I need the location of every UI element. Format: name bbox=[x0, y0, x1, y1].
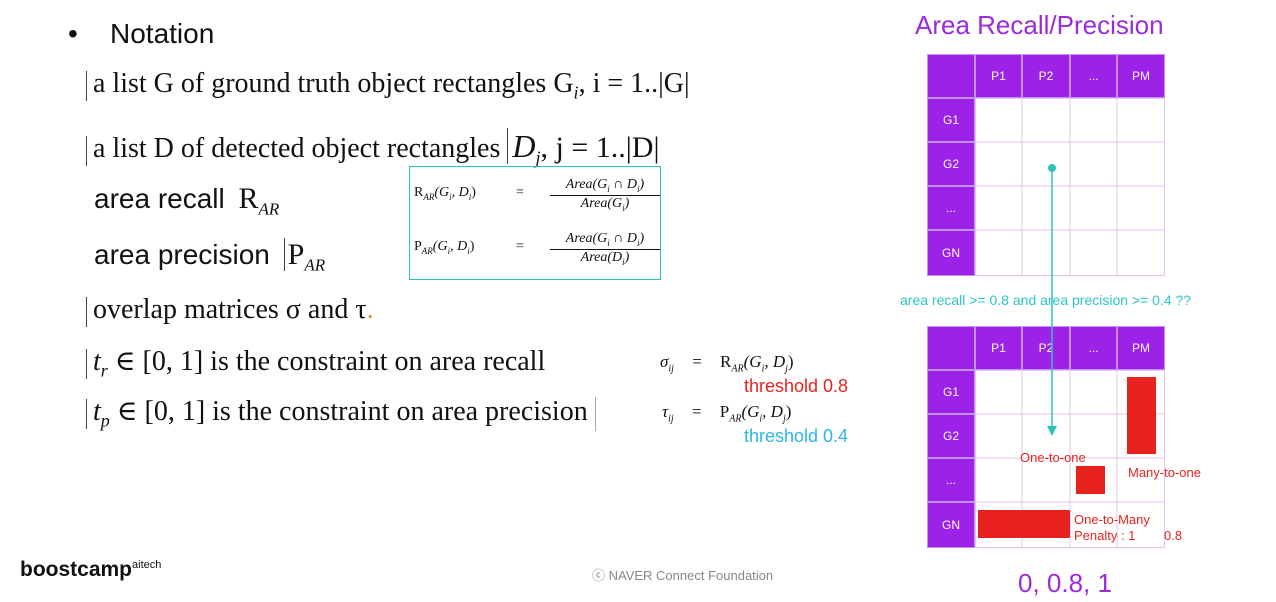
row-header: ... bbox=[927, 186, 975, 230]
row-header: ... bbox=[927, 458, 975, 502]
many-to-one-label: Many-to-one bbox=[1128, 465, 1201, 480]
penalty-value: 0.8 bbox=[1164, 528, 1183, 543]
one-to-many-label: One-to-Many bbox=[1074, 512, 1150, 527]
top-matrix-cells bbox=[975, 98, 1165, 276]
col-header: P1 bbox=[975, 54, 1022, 98]
row-header: GN bbox=[927, 502, 975, 548]
text-cursor-bar bbox=[86, 348, 87, 379]
penalty-label: Penalty : 1 bbox=[1074, 528, 1136, 543]
d-list-line: a list D of detected object rectangles D… bbox=[86, 128, 659, 169]
text-cursor-bar bbox=[86, 296, 87, 327]
area-precision-line: area precision PAR bbox=[94, 238, 326, 275]
tp-line: tp ∈ [0, 1] is the constraint on area pr… bbox=[86, 394, 596, 432]
one-to-one-label: One-to-one bbox=[1020, 450, 1086, 465]
area-precision-label: area precision bbox=[94, 239, 270, 270]
col-header: PM bbox=[1117, 54, 1165, 98]
condition-label: area recall >= 0.8 and area precision >=… bbox=[900, 292, 1192, 308]
bottom-values: 0, 0.8, 1 bbox=[1018, 568, 1112, 598]
matrix-corner bbox=[927, 54, 975, 98]
row-header: G2 bbox=[927, 142, 975, 186]
recall-fraction: Area(Gi ∩ Di) Area(Gi) bbox=[550, 177, 660, 213]
sigma-formula: σij = RAR(Gi, Dj) bbox=[660, 352, 794, 375]
grid-title: Area Recall/Precision bbox=[915, 10, 1164, 40]
slide-heading: Notation bbox=[110, 18, 215, 49]
one-to-many-block bbox=[978, 510, 1070, 538]
bottom-matrix-cells bbox=[975, 370, 1165, 548]
row-header: GN bbox=[927, 230, 975, 276]
area-recall-label: area recall bbox=[94, 183, 225, 214]
col-header: P2 bbox=[1022, 54, 1070, 98]
row-header: G1 bbox=[927, 370, 975, 414]
threshold-recall: threshold 0.8 bbox=[744, 376, 849, 396]
tr-text: ∈ [0, 1] is the constraint on area recal… bbox=[114, 346, 546, 377]
down-arrow-icon bbox=[1047, 164, 1057, 436]
col-header: ... bbox=[1070, 54, 1117, 98]
formula-box: RAR(Gi, Di) = Area(Gi ∩ Di) Area(Gi) PAR… bbox=[409, 166, 661, 280]
boostcamp-logo: boostcampaitech bbox=[20, 558, 162, 581]
precision-fraction: Area(Gi ∩ Di) Area(Di) bbox=[550, 231, 660, 267]
text-cursor-bar bbox=[86, 70, 87, 101]
tr-line: tr ∈ [0, 1] is the constraint on area re… bbox=[86, 344, 545, 382]
matrix-corner bbox=[927, 326, 975, 370]
threshold-precision: threshold 0.4 bbox=[744, 426, 849, 446]
overlap-text: overlap matrices σ and τ bbox=[93, 294, 367, 325]
area-recall-line: area recall RAR bbox=[94, 182, 280, 219]
bullet: • bbox=[68, 18, 78, 49]
copyright: ⓒ NAVER Connect Foundation bbox=[592, 568, 774, 583]
one-to-one-block bbox=[1076, 466, 1105, 494]
g-list-text: a list G of ground truth object rectangl… bbox=[93, 68, 574, 99]
bottom-matrix: P1 P2 ... PM G1 G2 ... GN bbox=[927, 326, 1165, 548]
tau-formula: τij = PAR(Gi, Dj) bbox=[662, 402, 792, 425]
col-header: P1 bbox=[975, 326, 1022, 370]
many-to-one-block bbox=[1127, 377, 1156, 454]
col-header: PM bbox=[1117, 326, 1165, 370]
text-cursor-bar bbox=[86, 135, 87, 166]
d-list-text: a list D of detected object rectangles bbox=[93, 133, 501, 164]
top-matrix: P1 P2 ... PM G1 G2 ... GN bbox=[927, 54, 1165, 276]
text-cursor-bar bbox=[86, 398, 87, 429]
row-header: G2 bbox=[927, 414, 975, 458]
col-header: ... bbox=[1070, 326, 1117, 370]
tp-text: ∈ [0, 1] is the constraint on area preci… bbox=[116, 396, 588, 427]
overlap-line: overlap matrices σ and τ. bbox=[86, 294, 374, 327]
g-list-line: a list G of ground truth object rectangl… bbox=[86, 68, 690, 104]
row-header: G1 bbox=[927, 98, 975, 142]
col-header: P2 bbox=[1022, 326, 1070, 370]
